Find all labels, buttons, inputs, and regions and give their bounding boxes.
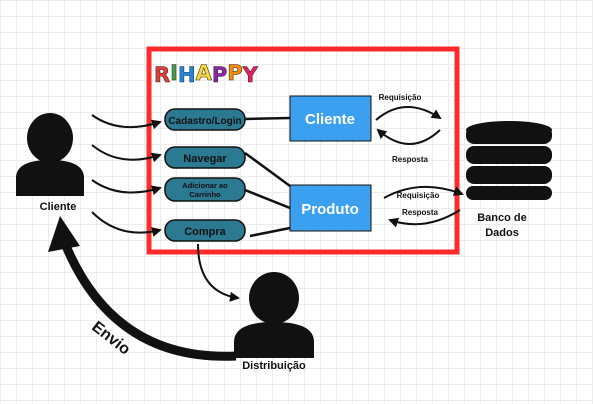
action-carrinho-label-line2: Carrinho <box>189 190 221 199</box>
arrow-requisicao-1 <box>375 106 442 121</box>
arrow-requisicao-2 <box>383 185 464 199</box>
rihappy-logo: RIHAPPY <box>154 61 259 88</box>
arrow-envio <box>57 234 237 361</box>
action-compra: Compra <box>164 219 246 242</box>
requisicao-label-2: Requisição <box>397 191 440 200</box>
arrow-resposta-2 <box>388 209 461 228</box>
arrow-cliente-navegar <box>91 144 162 163</box>
arrow-cliente-cadastro <box>91 114 162 130</box>
system-frame <box>146 46 460 255</box>
produto-box: Produto <box>289 184 372 232</box>
cliente-actor-label: Cliente <box>40 201 77 213</box>
database-icon <box>466 121 552 200</box>
arrow-cliente-carrinho <box>91 179 162 196</box>
line-compra-produto <box>249 226 291 238</box>
requisicao-label-1: Requisição <box>379 93 422 102</box>
arrow-cliente-compra <box>91 211 162 237</box>
arrow-envio-head <box>48 216 80 252</box>
arrow-compra-distribuicao <box>197 243 240 302</box>
distribuicao-actor-icon <box>234 272 314 358</box>
line-carrinho-produto <box>244 188 291 210</box>
line-cadastro-cliente <box>244 116 291 121</box>
action-carrinho: Adicionar ao Carrinho <box>164 177 246 202</box>
action-carrinho-label-line1: Adicionar ao <box>182 181 228 190</box>
resposta-label-1: Resposta <box>392 155 429 164</box>
cliente-box-label: Cliente <box>305 111 355 128</box>
action-cadastro-label: Cadastro/Login <box>168 116 241 127</box>
cliente-actor-icon <box>16 113 84 196</box>
database-label-line2: Dados <box>485 227 519 239</box>
resposta-label-2: Resposta <box>402 208 439 217</box>
action-navegar: Navegar <box>164 146 246 169</box>
action-cadastro: Cadastro/Login <box>164 108 246 131</box>
arrow-resposta-1 <box>376 128 441 145</box>
cliente-box: Cliente <box>289 95 372 142</box>
distribuicao-actor-label: Distribuição <box>242 360 306 372</box>
rihappy-logo-text: RIHAPPY <box>154 61 259 87</box>
database-label-line1: Banco de <box>477 212 527 224</box>
action-navegar-label: Navegar <box>183 153 227 165</box>
action-compra-label: Compra <box>184 226 226 238</box>
line-navegar-produto <box>244 151 291 188</box>
produto-box-label: Produto <box>301 201 359 218</box>
